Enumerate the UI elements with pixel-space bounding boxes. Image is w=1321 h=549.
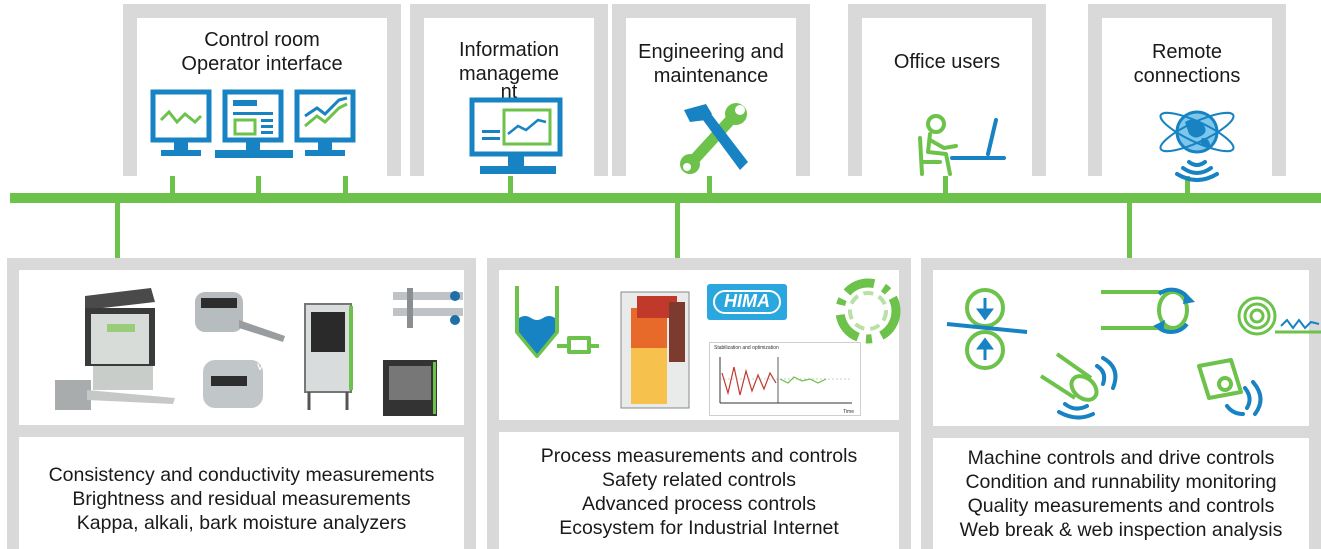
- remote-connections-node: Remote connections: [1088, 4, 1286, 182]
- connector-line: [256, 175, 261, 195]
- node-title-line: Engineering and: [638, 41, 784, 63]
- connector-line: [508, 175, 513, 195]
- ecosystem-circle-icon: [835, 278, 901, 344]
- connector-line: [1127, 200, 1132, 258]
- panel-divider: [19, 425, 464, 437]
- caption-line: Quality measurements and controls: [967, 495, 1275, 517]
- process-controls-caption: Process measurements and controls Safety…: [499, 444, 899, 540]
- engineering-maintenance-title: Engineering and maintenance: [626, 40, 796, 88]
- machine-icons: [946, 287, 1321, 420]
- control-room-title: Control room Operator interface: [137, 28, 387, 76]
- node-title-line: Office users: [893, 51, 1001, 73]
- connector-line: [115, 200, 120, 258]
- monitor-chart-icon: [469, 97, 563, 174]
- panel-divider: [933, 426, 1309, 438]
- office-user-icon: [918, 114, 1006, 176]
- device-images: [55, 288, 463, 416]
- hima-logo-text: HIMA: [724, 291, 770, 311]
- control-room-node: Control room Operator interface: [123, 4, 401, 176]
- connector-line: [675, 200, 680, 258]
- caption-line: Advanced process controls: [581, 493, 817, 515]
- panel-divider: [499, 420, 899, 432]
- hima-logo: HIMA: [707, 284, 787, 320]
- office-users-title: Office users: [862, 50, 1032, 74]
- machine-controls-node: Machine controls and drive controls Cond…: [921, 258, 1321, 549]
- caption-line: Process measurements and controls: [540, 445, 858, 467]
- boiler-icon: [620, 291, 690, 409]
- node-title-line: maintenance: [653, 65, 769, 87]
- tank-icon: [515, 286, 599, 358]
- caption-line: Kappa, alkali, bark moisture analyzers: [76, 512, 407, 534]
- process-controls-node: HIMA Stabilization and optimization Time…: [487, 258, 911, 549]
- information-management-title: Information manageme nt: [424, 38, 594, 104]
- monitors-icon: [150, 89, 356, 158]
- network-bus: [10, 193, 1321, 203]
- caption-line: Ecosystem for Industrial Internet: [559, 517, 839, 539]
- machine-controls-caption: Machine controls and drive controls Cond…: [933, 446, 1309, 542]
- node-title-line: Information: [458, 39, 560, 61]
- caption-line: Consistency and conductivity measurement…: [48, 464, 435, 486]
- node-title-line: connections: [1133, 65, 1241, 87]
- caption-line: Safety related controls: [601, 469, 797, 491]
- node-title-line: Operator interface: [181, 53, 343, 75]
- globe-signal-icon: [1159, 110, 1235, 182]
- chart-xlabel: Time: [843, 409, 854, 415]
- office-users-node: Office users: [848, 4, 1046, 176]
- node-title-line: Control room: [204, 29, 320, 51]
- caption-line: Web break & web inspection analysis: [959, 519, 1283, 541]
- chart-plot: [719, 357, 852, 404]
- chart-title: Stabilization and optimization: [714, 345, 779, 351]
- caption-line: Condition and runnability monitoring: [965, 471, 1277, 493]
- node-title-line: manageme: [458, 63, 560, 85]
- measurements-caption: Consistency and conductivity measurement…: [19, 463, 464, 535]
- node-title-line: Remote: [1151, 41, 1223, 63]
- connector-line: [1185, 175, 1190, 195]
- remote-connections-title: Remote connections: [1102, 40, 1272, 88]
- connector-line: [943, 175, 948, 195]
- engineering-maintenance-node: Engineering and maintenance: [612, 4, 810, 176]
- advanced-control-chart: Stabilization and optimization Time: [709, 342, 861, 416]
- information-management-node: Information manageme nt: [410, 4, 608, 176]
- wrench-hammer-icon: [680, 103, 748, 174]
- valmet-label: Valmet: [257, 362, 287, 372]
- connector-line: [707, 175, 712, 195]
- connector-line: [343, 175, 348, 195]
- caption-line: Machine controls and drive controls: [967, 447, 1275, 469]
- caption-line: Brightness and residual measurements: [72, 488, 411, 510]
- measurements-node: Valmet Consistency and conductivity meas…: [7, 258, 476, 549]
- connector-line: [170, 175, 175, 195]
